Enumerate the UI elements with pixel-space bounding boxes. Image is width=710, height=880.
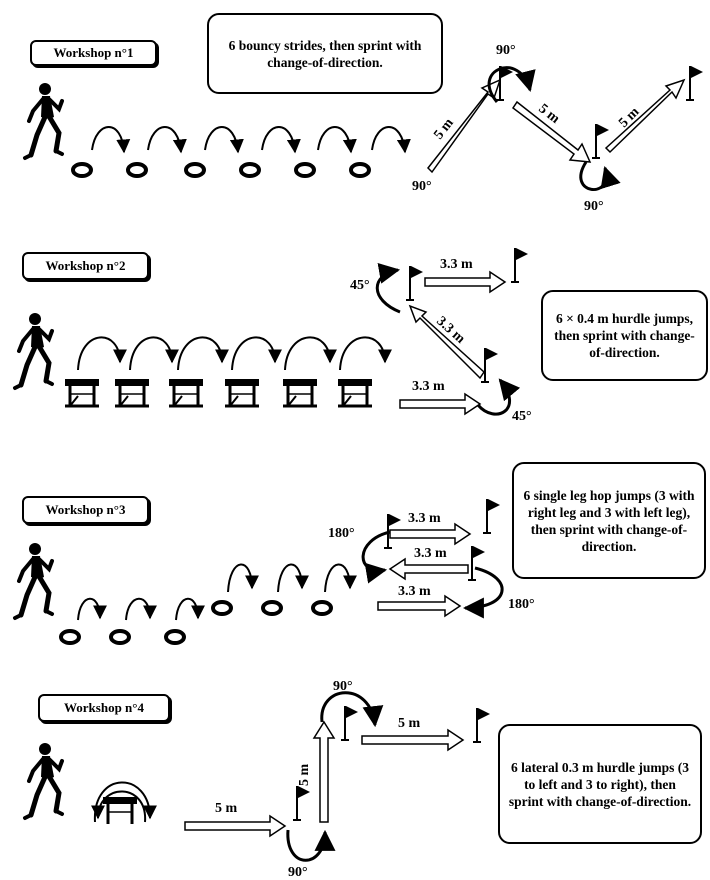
distance-label: 5 m — [398, 716, 421, 731]
workshop-4-course: 5 m 5 m 5 m 90° 90° — [25, 679, 491, 880]
workshop-2-title: Workshop n°2 — [22, 252, 149, 280]
angle-label: 90° — [333, 679, 353, 694]
turn-loops — [375, 263, 521, 416]
distance-label: 3.3 m — [412, 379, 445, 394]
distance-label: 5 m — [616, 104, 643, 131]
flag-icon — [480, 347, 499, 383]
angle-label: 45° — [350, 278, 370, 293]
workshop-1-description: 6 bouncy strides, then sprint with chang… — [207, 13, 443, 94]
lateral-jump-arcs — [91, 781, 157, 823]
flag-icon — [383, 513, 402, 549]
angle-label: 90° — [412, 179, 432, 194]
workshop-2-course: 3.3 m 3.3 m 3.3 m 45° 45° — [15, 247, 532, 424]
workshop-2-description: 6 × 0.4 m hurdle jumps, then sprint with… — [541, 290, 708, 381]
runner-icon — [15, 313, 52, 388]
flag-icon — [405, 265, 424, 301]
flag-icon — [591, 123, 610, 159]
distance-label: 3.3 m — [440, 257, 473, 272]
jump-arcs — [77, 336, 392, 371]
flag-icon — [467, 545, 486, 581]
angle-label: 45° — [512, 409, 532, 424]
angle-label: 180° — [328, 526, 355, 541]
runner-icon — [25, 743, 62, 818]
distance-label: 5 m — [431, 115, 457, 142]
turn-loops — [361, 530, 504, 619]
distance-label: 3.3 m — [414, 546, 447, 561]
turn-loops — [286, 691, 384, 862]
workshop-4-title: Workshop n°4 — [38, 694, 170, 722]
angle-label: 180° — [508, 597, 535, 612]
workshop-1-title: Workshop n°1 — [30, 40, 157, 66]
sprint-arrows — [184, 720, 465, 838]
turn-loops — [487, 66, 621, 191]
flag-icon — [482, 498, 501, 534]
distance-label: 5 m — [215, 801, 238, 816]
flag-icon — [340, 705, 359, 741]
lateral-hurdle — [103, 797, 137, 824]
bounce-rings — [71, 162, 371, 178]
distance-label: 5 m — [536, 101, 563, 127]
distance-label: 5 m — [297, 764, 312, 787]
workshop-3-title: Workshop n°3 — [22, 496, 149, 524]
workshop-4-description: 6 lateral 0.3 m hurdle jumps (3 to left … — [498, 724, 702, 844]
sprint-arrows — [377, 522, 472, 618]
angle-label: 90° — [496, 43, 516, 58]
workshop-3-description: 6 single leg hop jumps (3 with right leg… — [512, 462, 706, 579]
runner-icon — [15, 543, 52, 618]
flag-icon — [510, 247, 529, 283]
jump-arcs — [77, 563, 357, 621]
runner-icon — [25, 83, 62, 158]
hurdles — [63, 377, 374, 408]
sprint-arrows — [426, 78, 686, 174]
sprint-arrows — [399, 270, 507, 416]
flag-icon — [685, 65, 704, 101]
flag-icon — [292, 785, 311, 821]
jump-arcs — [91, 126, 411, 154]
distance-label: 3.3 m — [408, 511, 441, 526]
workshop-3-course: 3.3 m 3.3 m 3.3 m 180° 180° — [15, 498, 535, 645]
angle-label: 90° — [288, 865, 308, 880]
flag-icon — [472, 707, 491, 743]
angle-label: 90° — [584, 199, 604, 214]
distance-label: 3.3 m — [398, 584, 431, 599]
